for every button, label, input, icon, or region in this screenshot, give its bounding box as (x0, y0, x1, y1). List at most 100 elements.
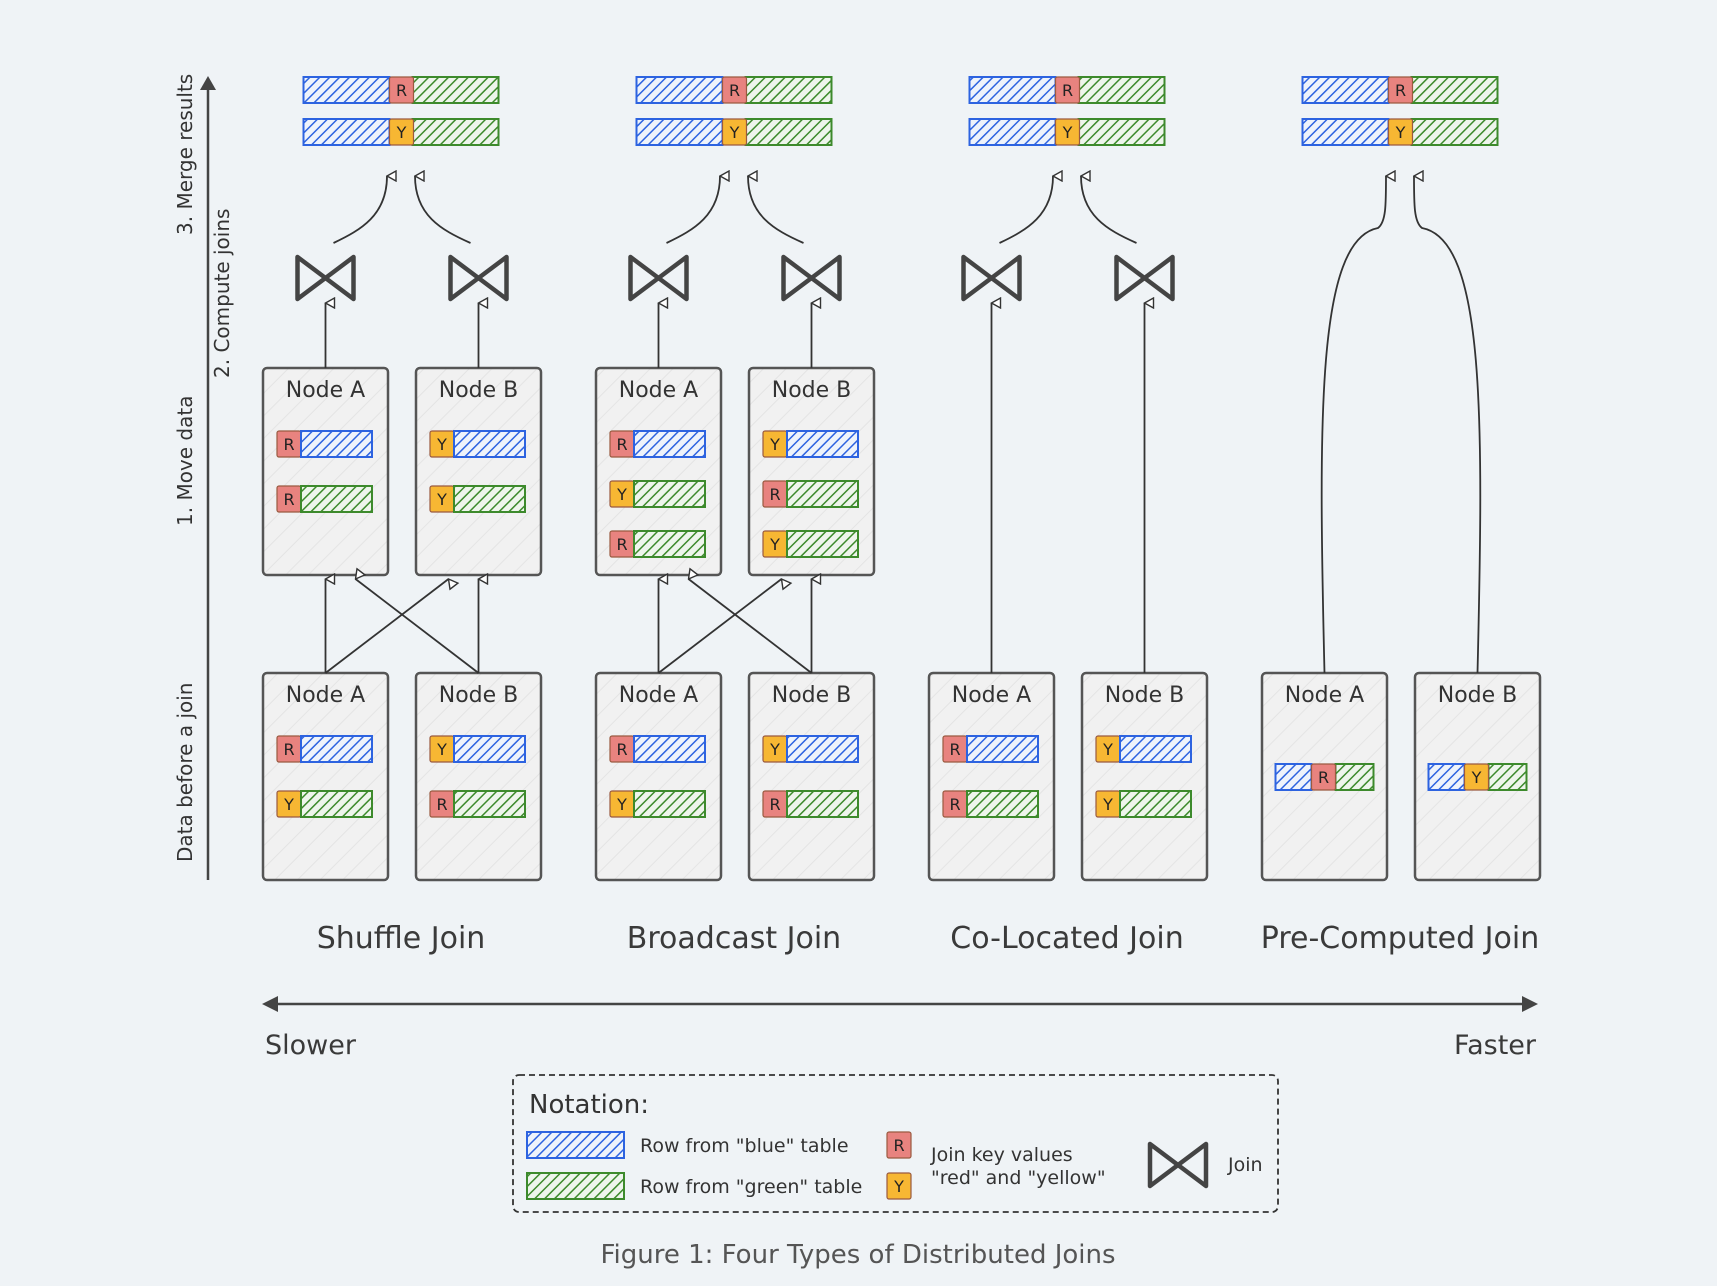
figure-caption: Figure 1: Four Types of Distributed Join… (600, 1240, 1115, 1270)
moved-row-1-0-1-bar (300, 485, 373, 513)
merged-row-yellow-1-green (411, 118, 500, 146)
speed-slower-label: Slower (265, 1030, 357, 1061)
precomputed-green-0 (1334, 763, 1375, 791)
before-row-1-0-0-key-letter: R (283, 740, 294, 759)
merged-row-yellow-1-blue (302, 118, 391, 146)
notation-legend: Notation: Row from "blue" table Row from… (512, 1074, 1279, 1213)
moved-row-2-0-2-key-letter: R (616, 535, 627, 554)
before-row-2-0-0-key-letter: R (616, 740, 627, 759)
before-row-3-0-0-bar (966, 735, 1039, 763)
merged-row-red-2-blue (635, 76, 724, 104)
merged-row-red-2-key-box (721, 76, 748, 104)
legend-green-label: Row from "green" table (640, 1176, 862, 1198)
speed-axis-right-arrowhead (1522, 996, 1538, 1012)
merged-row-red-3-blue (968, 76, 1057, 104)
moved-row-2-0-1-key-letter: Y (616, 485, 627, 504)
join-type-title-3: Co-Located Join (950, 921, 1183, 956)
merged-row-yellow-2-key-box (721, 118, 748, 146)
speed-axis-left-arrowhead (262, 996, 278, 1012)
before-row-3-0-0-key-letter: R (949, 740, 960, 759)
merged-row-red-1-green (411, 76, 500, 104)
legend-key-red-letter: R (893, 1136, 904, 1155)
precomputed-key-1-box (1463, 763, 1490, 791)
merged-row-yellow-3-blue (968, 118, 1057, 146)
merge-arrow-b-2 (748, 176, 804, 244)
merge-arrow-b-1 (415, 176, 471, 244)
precomputed-key-0-box (1310, 763, 1337, 791)
merged-row-yellow-4-blue (1301, 118, 1390, 146)
move-arrow-a-b-2 (657, 579, 782, 674)
merged-row-yellow-2-green (744, 118, 833, 146)
merged-row-red-1-key-letter: R (396, 81, 407, 100)
before-node-b-4-title: Node B (1438, 683, 1518, 708)
join-type-title-1: Shuffle Join (317, 921, 486, 956)
before-node-b-3-title: Node B (1105, 683, 1185, 708)
moved-row-1-0-1-key-letter: R (283, 490, 294, 509)
moved-node-a-1-title: Node A (286, 378, 365, 403)
merged-row-red-3-key-box (1054, 76, 1081, 104)
merged-row-red-4-blue (1301, 76, 1390, 104)
before-row-1-1-0-key-letter: Y (436, 740, 447, 759)
merged-row-red-4-key-letter: R (1395, 81, 1406, 100)
before-row-3-0-1-bar (966, 790, 1039, 818)
merged-row-red-3-green (1077, 76, 1166, 104)
legend-title: Notation: (529, 1090, 649, 1120)
before-node-a-4-title: Node A (1285, 683, 1364, 708)
before-row-1-0-0-bar (300, 735, 373, 763)
before-row-3-1-0-key-letter: Y (1102, 740, 1113, 759)
merged-row-yellow-4-green (1410, 118, 1499, 146)
merged-row-red-1-blue (302, 76, 391, 104)
before-node-a-2-title: Node A (619, 683, 698, 708)
before-row-1-1-1-bar (453, 790, 526, 818)
legend-key-yellow-box (886, 1172, 912, 1200)
before-row-2-1-0-bar (786, 735, 859, 763)
moved-row-1-0-0-key-letter: R (283, 435, 294, 454)
precomputed-arrow-b (1414, 176, 1482, 674)
join-columns: R Y Node A Node B R Y Y R Node A Node B R R Y Y Shuffl… (261, 76, 1542, 956)
phase-label-move: 1. Move data (173, 396, 197, 526)
before-node-b-2-title: Node B (772, 683, 852, 708)
merged-row-yellow-3-key-letter: Y (1062, 123, 1073, 142)
merge-arrow-b-3 (1081, 176, 1137, 244)
moved-row-2-1-1-key-letter: R (769, 485, 780, 504)
merged-row-yellow-2-key-letter: Y (729, 123, 740, 142)
phase-axis-arrowhead (200, 76, 216, 90)
phase-label-before: Data before a join (173, 683, 197, 862)
merged-row-yellow-4-key-letter: Y (1395, 123, 1406, 142)
phase-label-compute: 2. Compute joins (210, 209, 234, 378)
legend-frame (512, 1074, 1279, 1213)
moved-node-b-2-title: Node B (772, 378, 852, 403)
move-arrow-b-a-1 (356, 579, 480, 674)
merged-row-yellow-1-key-box (388, 118, 415, 146)
merged-row-red-4-green (1410, 76, 1499, 104)
moved-row-1-1-1-bar (453, 485, 526, 513)
before-row-1-0-1-bar (300, 790, 373, 818)
moved-row-2-1-0-bar (786, 430, 859, 458)
moved-row-1-1-0-key-letter: Y (436, 435, 447, 454)
moved-row-1-0-0-bar (300, 430, 373, 458)
merged-row-red-3-key-letter: R (1062, 81, 1073, 100)
merge-arrow-a-1 (333, 176, 388, 244)
precomputed-blue-0 (1274, 763, 1313, 791)
before-row-3-1-1-key-letter: Y (1102, 795, 1113, 814)
join-icon-a-2 (628, 254, 689, 302)
speed-faster-label: Faster (1454, 1030, 1537, 1061)
merged-row-red-1-key-box (388, 76, 415, 104)
before-row-1-1-0-bar (453, 735, 526, 763)
moved-row-2-1-2-key-letter: Y (769, 535, 780, 554)
join-icon-a-1 (295, 254, 356, 302)
legend-keys-label-1: Join key values (930, 1144, 1073, 1166)
join-icon-b-1 (448, 254, 509, 302)
before-row-2-0-0-bar (633, 735, 706, 763)
before-row-1-0-1-key-letter: Y (283, 795, 294, 814)
moved-row-2-1-0-key-letter: Y (769, 435, 780, 454)
before-row-2-1-1-key-letter: R (769, 795, 780, 814)
moved-row-2-0-1-bar (633, 480, 706, 508)
legend-blue-swatch (526, 1131, 625, 1159)
legend-keys: RY (886, 1131, 912, 1200)
